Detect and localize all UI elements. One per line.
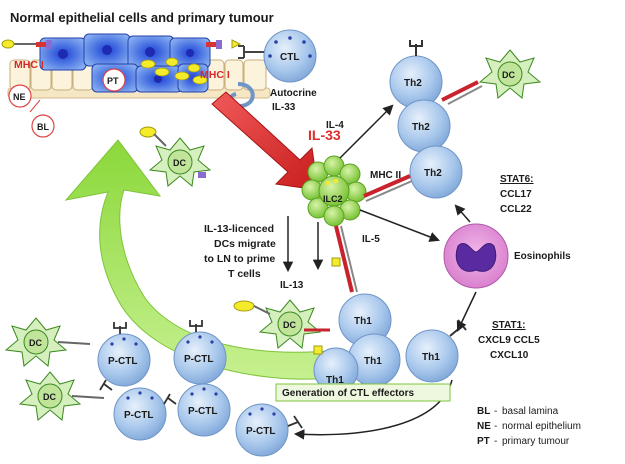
th1-label-4: Th1	[326, 375, 344, 386]
svg-text:-: -	[494, 421, 497, 432]
diagram-title: Normal epithelial cells and primary tumo…	[10, 10, 274, 25]
tumour-cells	[39, 33, 211, 93]
ctl-cell	[238, 29, 317, 83]
stat6-line-1: CCL17	[500, 189, 532, 200]
il33-label: IL-33	[308, 127, 341, 143]
pctl-label-1: P-CTL	[108, 356, 137, 367]
pctl-label-2: P-CTL	[184, 354, 213, 365]
mhc1-left-label: MHC I	[14, 59, 44, 71]
pctl-label-5: P-CTL	[246, 426, 275, 437]
il5-arrow	[359, 209, 440, 242]
ctl-label: CTL	[280, 52, 299, 63]
dcs-text-3: to LN to prime	[204, 253, 275, 265]
stat1-line-2: CXCL10	[490, 350, 529, 361]
th2-label-1: Th2	[404, 78, 422, 89]
generation-label: Generation of CTL effectors	[282, 388, 414, 399]
generation-banner	[275, 383, 451, 402]
th2-label-3: Th2	[424, 168, 442, 179]
il33-granules	[140, 57, 208, 85]
eosinophil	[443, 223, 509, 289]
ilc2-label: ILC2	[323, 194, 343, 204]
pctl-label-4: P-CTL	[188, 406, 217, 417]
svg-text:-: -	[494, 406, 497, 417]
il13-label: IL-13	[280, 280, 304, 291]
th2-cells	[389, 40, 483, 199]
dc-centre	[233, 299, 330, 355]
th2-label-2: Th2	[412, 122, 430, 133]
il33-arrow	[211, 91, 319, 191]
pctl-cells	[97, 320, 303, 457]
bl-label: BL	[37, 122, 49, 132]
dc-label-bottom-1: DC	[29, 338, 42, 348]
legend-desc-pt: primary tumour	[502, 436, 570, 447]
dc-top-right	[478, 49, 542, 99]
dcs-text-1: IL-13-licenced	[204, 223, 274, 235]
th1-cells	[313, 293, 467, 393]
mhc1-molecules	[1, 39, 242, 49]
pctl-label-3: P-CTL	[124, 410, 153, 421]
dc-label-epithelium: DC	[173, 158, 186, 168]
epithelium	[1, 33, 271, 138]
legend-abbr-bl: BL	[477, 406, 490, 417]
il5-label: IL-5	[362, 234, 380, 245]
eosinophils-label: Eosinophils	[514, 251, 571, 262]
mhc2-label: MHC II	[370, 170, 401, 181]
dcs-text-2: DCs migrate	[214, 238, 276, 250]
th1-label-2: Th1	[364, 356, 382, 367]
il4-arrow	[339, 104, 394, 159]
legend-abbr-pt: PT	[477, 436, 490, 447]
autocrine-label-1: Autocrine	[270, 88, 317, 99]
stat6-title: STAT6:	[500, 174, 534, 185]
dcs-text-4: T cells	[228, 268, 261, 280]
legend-desc-ne: normal epithelium	[502, 421, 581, 432]
mhc1-right-label: MHC I	[200, 69, 230, 81]
dc-bottom-left-1	[4, 317, 91, 367]
autocrine-label-2: IL-33	[272, 102, 296, 113]
legend: BL - basal lamina NE - normal epithelium…	[477, 406, 581, 447]
mhc2-connector	[363, 174, 411, 198]
legend-desc-bl: basal lamina	[502, 406, 559, 417]
il4-label: IL-4	[326, 120, 344, 131]
stat1-line-1: CXCL9 CCL5	[478, 335, 540, 346]
ne-label: NE	[13, 92, 26, 102]
pt-label: PT	[107, 76, 119, 86]
stat1-title: STAT1:	[492, 320, 526, 331]
ilc2-cluster	[301, 155, 367, 227]
dc-epithelium	[139, 126, 212, 187]
legend-abbr-ne: NE	[477, 421, 491, 432]
stat6-line-2: CCL22	[500, 204, 532, 215]
dc-label-centre: DC	[283, 320, 296, 330]
dc-bottom-left-2	[18, 371, 105, 421]
dc-label-top-right: DC	[502, 70, 515, 80]
th1-label-3: Th1	[422, 352, 440, 363]
th1-label-1: Th1	[354, 316, 372, 327]
svg-text:-: -	[494, 436, 497, 447]
dc-label-bottom-2: DC	[43, 392, 56, 402]
